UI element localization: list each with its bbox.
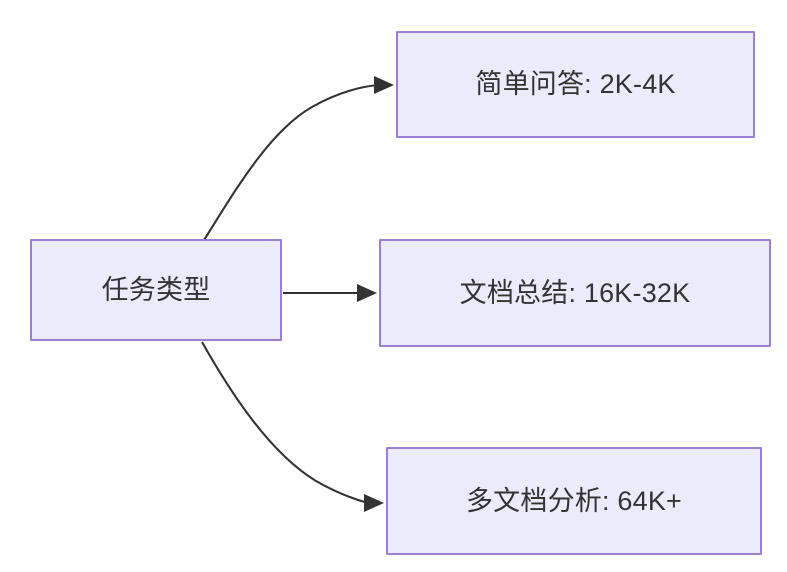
edge-root-to-multi-doc — [201, 341, 370, 505]
node-multi-doc-analysis[interactable]: 多文档分析: 64K+ — [386, 447, 762, 555]
node-doc-summary[interactable]: 文档总结: 16K-32K — [379, 239, 771, 347]
node-task-type[interactable]: 任务类型 — [30, 239, 282, 341]
node-doc-summary-label: 文档总结: 16K-32K — [459, 277, 691, 308]
node-simple-qa-label: 简单问答: 2K-4K — [475, 69, 676, 100]
arrowhead-doc-summary — [357, 284, 377, 302]
node-simple-qa[interactable]: 简单问答: 2K-4K — [396, 31, 755, 138]
arrowhead-simple-qa — [374, 76, 394, 94]
edge-root-to-simple-qa — [203, 83, 380, 241]
node-multi-doc-analysis-label: 多文档分析: 64K+ — [465, 485, 682, 516]
arrowhead-multi-doc — [364, 494, 384, 512]
node-task-type-label: 任务类型 — [101, 274, 211, 305]
